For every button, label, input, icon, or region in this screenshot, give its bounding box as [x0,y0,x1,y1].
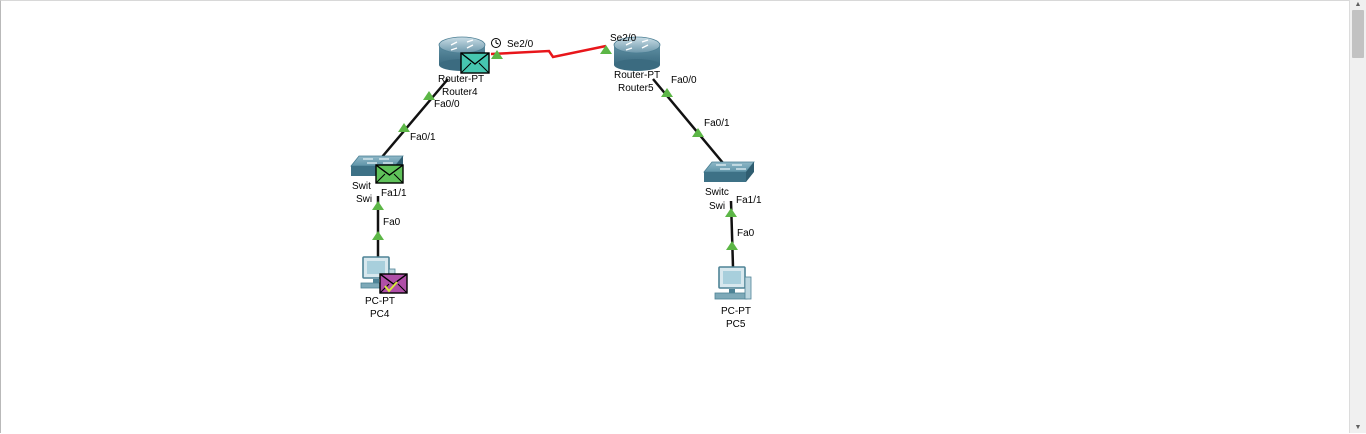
device-model-label: PC-PT [365,296,395,307]
link-router4-switch4[interactable] [381,78,449,158]
port-label: Se2/0 [610,33,637,44]
envelope-icon[interactable] [460,52,490,74]
link-up-indicator [372,231,384,240]
link-up-indicator [726,241,738,250]
port-label: Fa0/0 [434,99,460,110]
scroll-down-icon[interactable]: ▼ [1354,424,1362,431]
link-up-indicator [661,88,673,97]
serial-cable[interactable] [490,44,607,59]
port-label: Fa0 [737,228,755,239]
port-label: Fa0/0 [671,75,697,86]
device-model-label: Router-PT [614,70,660,81]
link-serial-router4-router5[interactable] [490,44,607,59]
link-up-indicator [725,208,737,217]
scrollbar-thumb[interactable] [1352,10,1364,58]
device-model-label: Router-PT [438,74,484,85]
device-name-label: PC4 [370,309,390,320]
link-up-indicator [600,45,612,54]
device-name-label: PC5 [726,319,746,330]
device-name-label: Swi [356,194,372,205]
link-up-indicator [692,128,704,137]
router5[interactable] [613,36,661,71]
device-model-label: PC-PT [721,306,751,317]
envelope-icon[interactable] [375,164,404,184]
clock-icon [491,38,501,48]
port-label: Fa1/1 [736,195,762,206]
port-label: Fa0/1 [704,118,730,129]
scroll-up-icon[interactable]: ▲ [1354,1,1362,8]
pc5[interactable] [714,266,752,300]
device-name-label: Router4 [442,87,478,98]
vertical-scrollbar[interactable]: ▲ ▼ [1349,0,1366,433]
port-label: Fa0/1 [410,132,436,143]
port-label: Fa0 [383,217,401,228]
device-name-label: Router5 [618,83,654,94]
port-label: Se2/0 [507,39,534,50]
port-label: Fa1/1 [381,188,407,199]
switch5[interactable] [703,161,755,182]
link-up-indicator [423,91,435,100]
checkmark-icon [384,281,398,293]
device-model-label: Switc [705,187,729,198]
link-up-indicator [491,50,503,59]
envelope-icon[interactable] [379,273,408,294]
link-up-indicator [398,123,410,132]
link-up-indicator [372,201,384,210]
device-name-label: Swi [709,201,725,212]
device-model-label: Swit [352,181,371,192]
